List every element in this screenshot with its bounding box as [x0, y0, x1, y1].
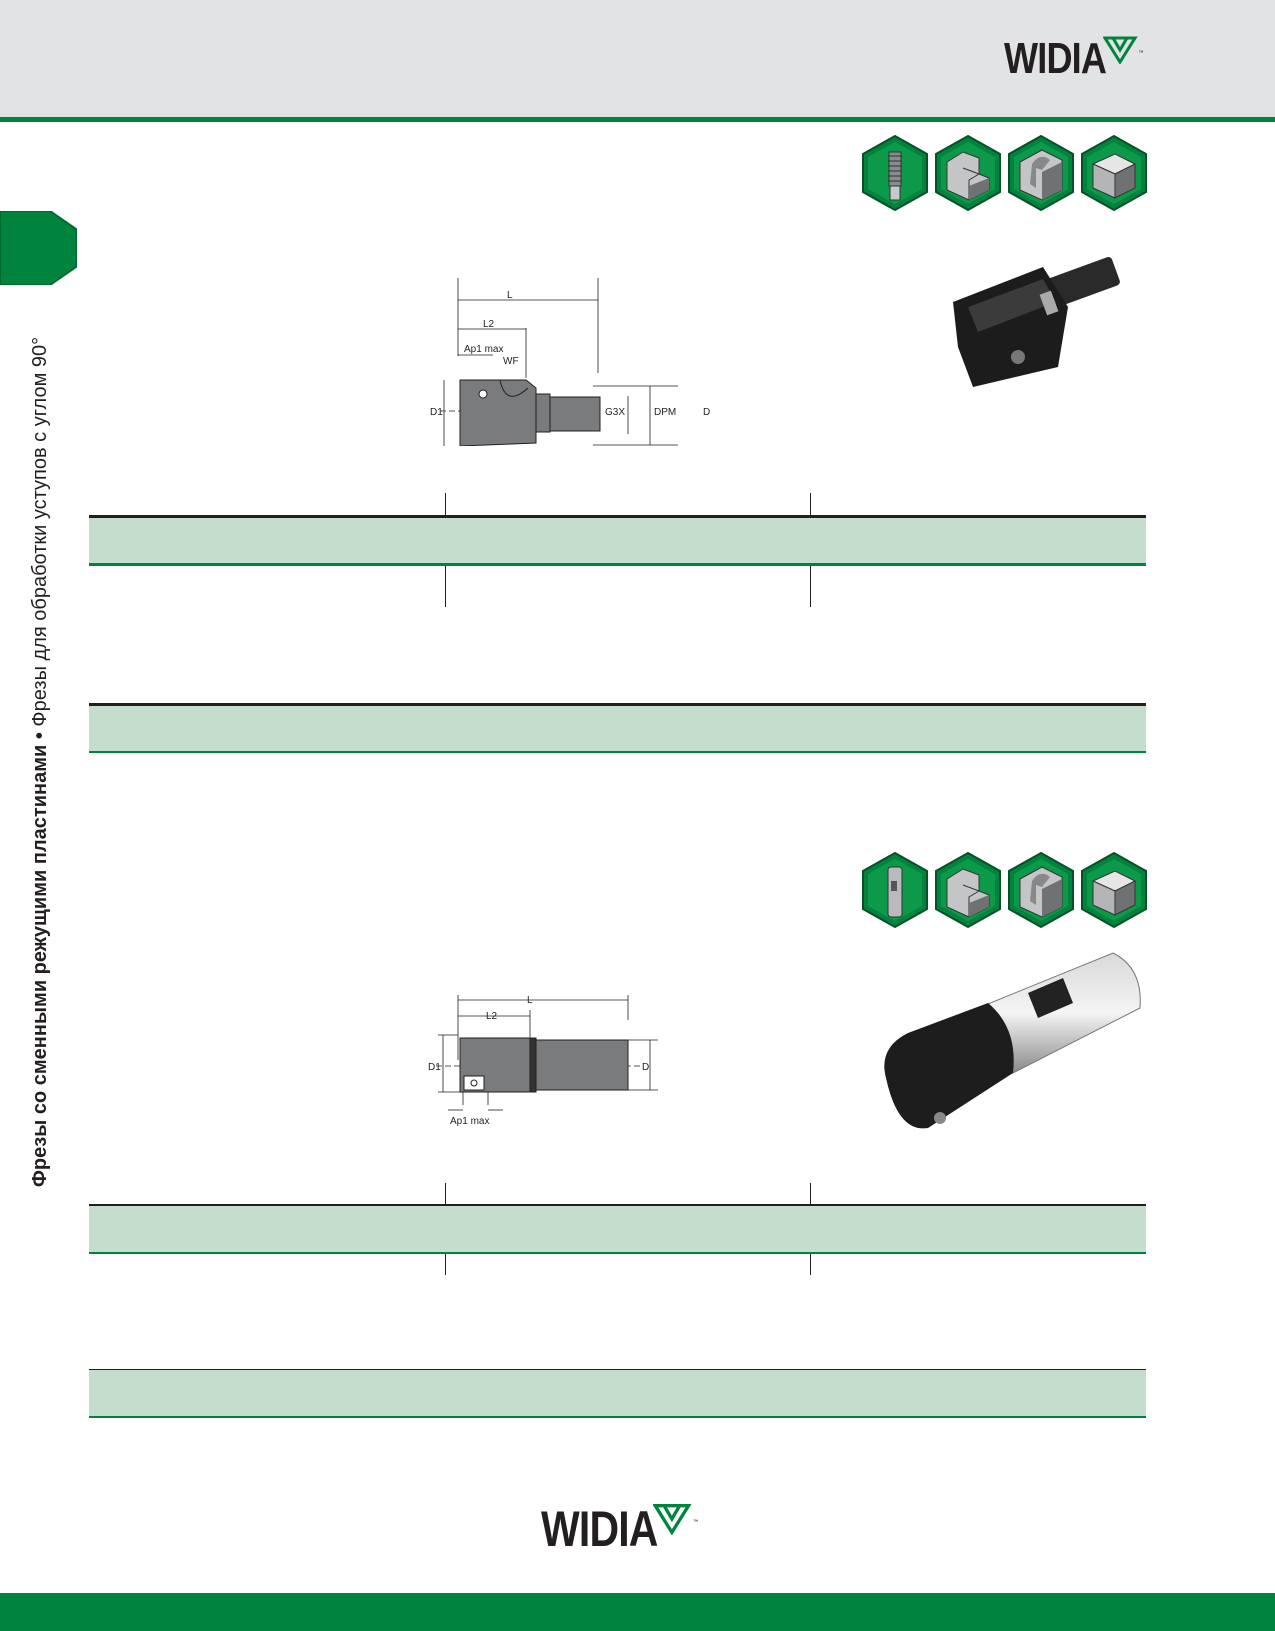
table-top-rule — [89, 515, 1146, 518]
table-header-band — [89, 1206, 1146, 1252]
svg-text:Ap1 max: Ap1 max — [450, 1116, 489, 1127]
shoulder-milling-icon — [935, 134, 1001, 212]
table-top-rule — [89, 1369, 1146, 1370]
application-icons-row-1 — [860, 134, 1149, 212]
svg-text:G3X: G3X — [605, 407, 625, 418]
table-header-rule — [89, 1416, 1146, 1418]
header-rule — [0, 117, 1275, 122]
table-top-rule — [89, 1204, 1146, 1206]
widia-triangle-icon — [653, 1504, 692, 1535]
face-milling-icon — [1081, 851, 1147, 929]
table-header-band — [89, 1370, 1146, 1416]
table-top-rule — [89, 703, 1146, 706]
application-icons-row-2 — [860, 851, 1149, 929]
footer-bar — [0, 1593, 1275, 1631]
svg-text:WF: WF — [503, 356, 519, 367]
face-milling-icon — [1081, 134, 1147, 212]
table-header-band — [89, 518, 1146, 563]
svg-text:L: L — [527, 995, 533, 1006]
vertical-section-title: Фрезы со сменными режущими пластинами • … — [29, 336, 51, 1188]
table-header-rule — [89, 563, 1146, 566]
page-header — [0, 0, 1275, 117]
shoulder-milling-icon — [935, 851, 1001, 929]
svg-text:DPM: DPM — [654, 407, 676, 418]
technical-drawing-1: L L2 Ap1 max WF D1 G3X DPM D — [430, 278, 710, 446]
slotting-icon — [1008, 134, 1074, 212]
widia-logo-footer: WIDIA ™ — [541, 1501, 699, 1557]
svg-text:D: D — [703, 407, 710, 418]
svg-text:Ap1 max: Ap1 max — [464, 344, 503, 355]
slotting-icon — [1008, 851, 1074, 929]
section-side-tab — [0, 211, 77, 285]
svg-text:L2: L2 — [483, 319, 495, 330]
technical-drawing-2: L L2 D1 D Ap1 max — [428, 995, 658, 1127]
widia-logo-header: WIDIA ™ — [1004, 34, 1144, 83]
svg-text:D1: D1 — [430, 407, 443, 418]
svg-text:L: L — [507, 290, 513, 301]
cylindrical-shank-icon — [862, 851, 928, 929]
product-photo-2 — [884, 952, 1141, 1129]
product-photo-1 — [953, 257, 1120, 387]
svg-text:D1: D1 — [428, 1062, 441, 1073]
table-header-rule — [89, 1252, 1146, 1254]
table-header-rule — [89, 751, 1146, 753]
svg-text:D: D — [642, 1062, 649, 1073]
widia-triangle-icon — [1102, 36, 1138, 64]
svg-text:L2: L2 — [486, 1011, 498, 1022]
screw-shank-icon — [862, 134, 928, 212]
table-header-band — [89, 706, 1146, 751]
